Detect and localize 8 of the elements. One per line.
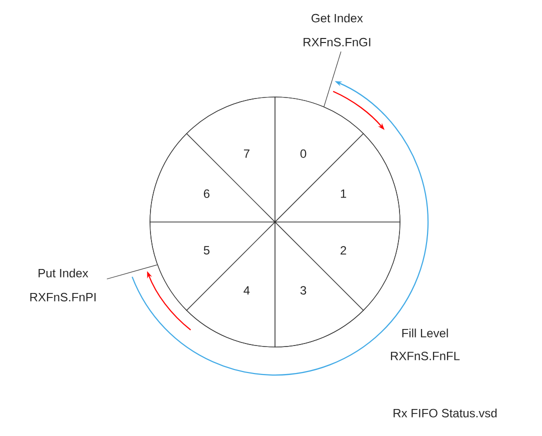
callout-text: Get Index RXFnS.FnGI — [304, 14, 370, 46]
arrow — [132, 81, 428, 376]
label: Rx FIFO Status.vsd — [394, 408, 497, 418]
leader-line — [106, 264, 158, 280]
callout-text: Put Index RXFnS.FnPI — [30, 268, 96, 302]
leader-line — [324, 51, 342, 107]
label: RXFnS.FnFL — [390, 352, 460, 360]
label: Fill Level — [402, 328, 448, 338]
